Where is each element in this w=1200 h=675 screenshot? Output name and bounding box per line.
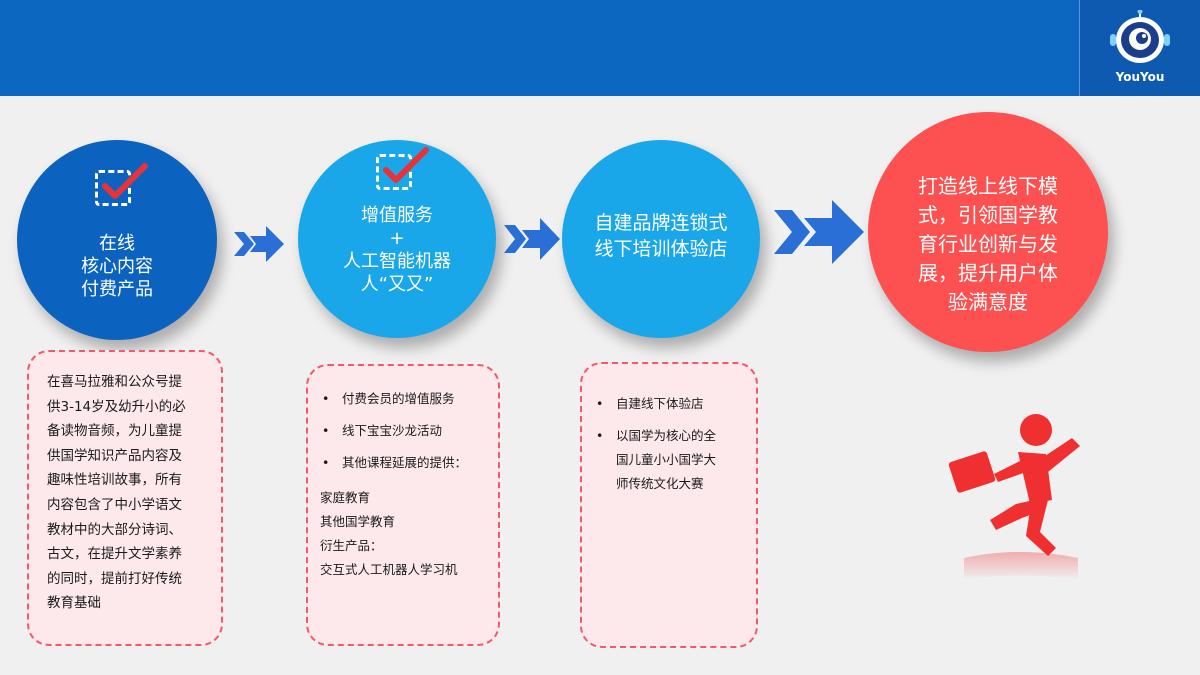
box-text-line: 古文，在提升文学素养	[47, 546, 182, 563]
bullet-line: 以国学为核心的全	[616, 428, 717, 443]
robot-logo-icon	[1110, 10, 1170, 63]
plain-item: 衍生产品：	[320, 538, 383, 553]
circle-text-line: 打造线上线下模	[918, 174, 1058, 198]
bullet-item: 线下宝宝沙龙活动	[320, 422, 492, 440]
double-arrow-icon	[774, 200, 864, 264]
circle-text-line: 育行业创新与发	[918, 232, 1058, 256]
bullet-item: 付费会员的增值服务	[320, 390, 492, 408]
box-text-line: 的同时，提前打好传统	[47, 570, 182, 587]
dashed-checkbox-icon	[376, 154, 412, 190]
circle-goal-text: 打造线上线下模式，引领国学教育行业创新与发展，提升用户体验满意度	[912, 172, 1064, 317]
dashed-checkbox-icon	[95, 170, 131, 206]
box-text-line: 供国学知识产品内容及	[47, 447, 182, 464]
circle-value-added-text: 增值服务+人工智能机器人“又又”	[298, 204, 496, 296]
circle-text-line: 自建品牌连锁式	[594, 212, 728, 234]
circle-text-line: 人工智能机器	[343, 251, 451, 272]
check-mark-icon	[102, 163, 148, 199]
circle-online-core: 在线核心内容付费产品	[17, 140, 217, 340]
description-box-offline-store: 自建线下体验店以国学为核心的全国儿童小小国学大师传统文化大赛	[580, 362, 758, 648]
circle-text-line: 人“又又”	[360, 274, 434, 295]
box-text-line: 备读物音频，为儿童提	[47, 423, 182, 440]
circle-text-line: 核心内容	[81, 256, 153, 277]
double-arrow-icon	[234, 226, 284, 262]
circle-offline-store: 自建品牌连锁式线下培训体验店	[562, 140, 760, 338]
box-text-line: 教材中的大部分诗词、	[47, 521, 182, 538]
header-bar	[0, 0, 1200, 96]
circle-text-line: 展，提升用户体	[918, 261, 1058, 285]
circle-text-line: 在线	[99, 233, 135, 254]
check-mark-icon	[383, 147, 429, 183]
circle-text-line: +	[389, 228, 405, 249]
circle-value-added: 增值服务+人工智能机器人“又又”	[298, 140, 496, 338]
plain-item: 其他国学教育	[320, 514, 396, 529]
brand-logo: YouYou	[1079, 0, 1200, 96]
bullet-line: 国儿童小小国学大	[616, 452, 717, 467]
logo-text: YouYou	[1115, 70, 1165, 84]
box-text-line: 在喜马拉雅和公众号提	[47, 374, 182, 390]
circle-text-line: 验满意度	[948, 290, 1028, 314]
running-man-briefcase-icon	[948, 414, 1080, 580]
bullet-item: 自建线下体验店	[594, 392, 750, 416]
box-text-line: 供3-14岁及幼升小的必	[47, 398, 186, 415]
box-text-line: 教育基础	[47, 595, 101, 612]
circle-online-core-text: 在线核心内容付费产品	[17, 232, 217, 301]
box-text-line: 内容包含了中小学语文	[47, 496, 182, 513]
plain-item: 交互式人工机器人学习机	[320, 562, 458, 577]
double-arrow-icon	[504, 218, 560, 260]
circle-text-line: 增值服务	[361, 205, 433, 226]
circle-text-line: 线下培训体验店	[594, 238, 728, 260]
circle-offline-store-text: 自建品牌连锁式线下培训体验店	[562, 210, 760, 262]
description-box-online: 在喜马拉雅和公众号提供3-14岁及幼升小的必备读物音频，为儿童提供国学知识产品内…	[27, 350, 223, 646]
bullet-item: 其他课程延展的提供：	[320, 454, 492, 472]
bullet-line: 师传统文化大赛	[616, 476, 704, 491]
box-text-line: 趣味性培训故事，所有	[47, 472, 182, 489]
description-box-value-added: 付费会员的增值服务线下宝宝沙龙活动其他课程延展的提供： 家庭教育其他国学教育衍生产…	[306, 364, 500, 646]
plain-item: 家庭教育	[320, 490, 371, 505]
circle-goal: 打造线上线下模式，引领国学教育行业创新与发展，提升用户体验满意度	[868, 112, 1108, 352]
circle-text-line: 付费产品	[81, 279, 153, 300]
circle-text-line: 式，引领国学教	[918, 203, 1058, 227]
bullet-line: 自建线下体验店	[616, 396, 704, 411]
